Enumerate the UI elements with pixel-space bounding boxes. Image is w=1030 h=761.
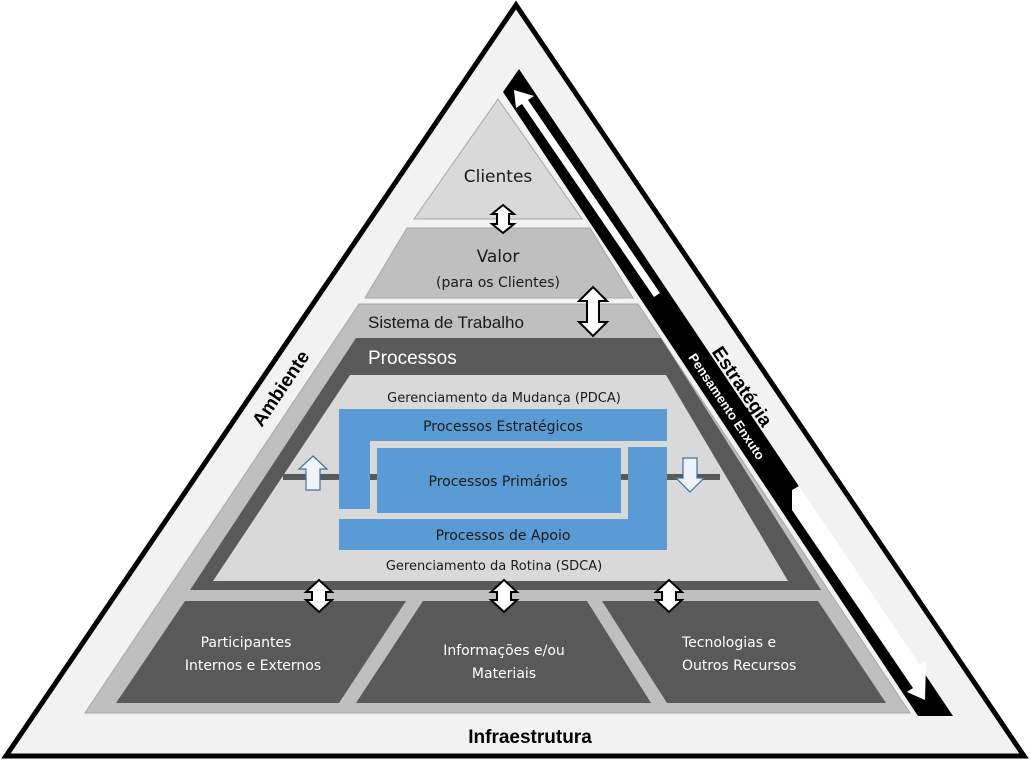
downward-flow-arrow xyxy=(792,486,926,700)
clientes-valor-double-arrow xyxy=(489,203,517,235)
resource-participantes xyxy=(116,601,406,703)
valor-title: Valor xyxy=(477,247,520,267)
resource-1-line2: Internos e Externos xyxy=(185,658,321,674)
sistema-label: Sistema de Trabalho xyxy=(368,313,524,332)
mudanca-label: Gerenciamento da Mudança (PDCA) xyxy=(387,391,621,406)
resource-3-line2: Outros Recursos xyxy=(682,658,796,674)
resource-informacoes xyxy=(356,601,651,703)
clientes-label: Clientes xyxy=(464,167,533,187)
resource-double-arrow-3 xyxy=(653,578,685,614)
resource-1-line1: Participantes xyxy=(201,635,292,651)
improvement-up-arrow xyxy=(297,455,329,491)
estrategicos-label: Processos Estratégicos xyxy=(423,419,583,435)
resource-2-line1: Informações e/ou xyxy=(443,643,565,659)
resource-double-arrow-2 xyxy=(488,578,520,614)
processos-primarios-block xyxy=(377,448,621,513)
valor-subtitle: (para os Clientes) xyxy=(436,275,560,291)
processos-label: Processos xyxy=(368,348,457,369)
rotina-label: Gerenciamento da Rotina (SDCA) xyxy=(386,559,602,574)
infraestrutura-label: Infraestrutura xyxy=(468,727,592,748)
resource-tecnologias xyxy=(602,601,886,703)
valor-sistema-double-arrow xyxy=(576,285,610,338)
resource-3-line1: Tecnologias e xyxy=(681,635,776,651)
processos-de-apoio-block xyxy=(339,447,667,550)
apoio-label: Processos de Apoio xyxy=(436,528,571,544)
resource-double-arrow-1 xyxy=(303,578,335,614)
valor-layer xyxy=(364,227,634,299)
upward-flow-arrow xyxy=(514,90,660,297)
primarios-label: Processos Primários xyxy=(429,474,568,490)
processos-estrategicos-block xyxy=(339,409,667,509)
resource-2-line2: Materiais xyxy=(472,666,536,682)
standardize-down-arrow xyxy=(674,457,706,493)
